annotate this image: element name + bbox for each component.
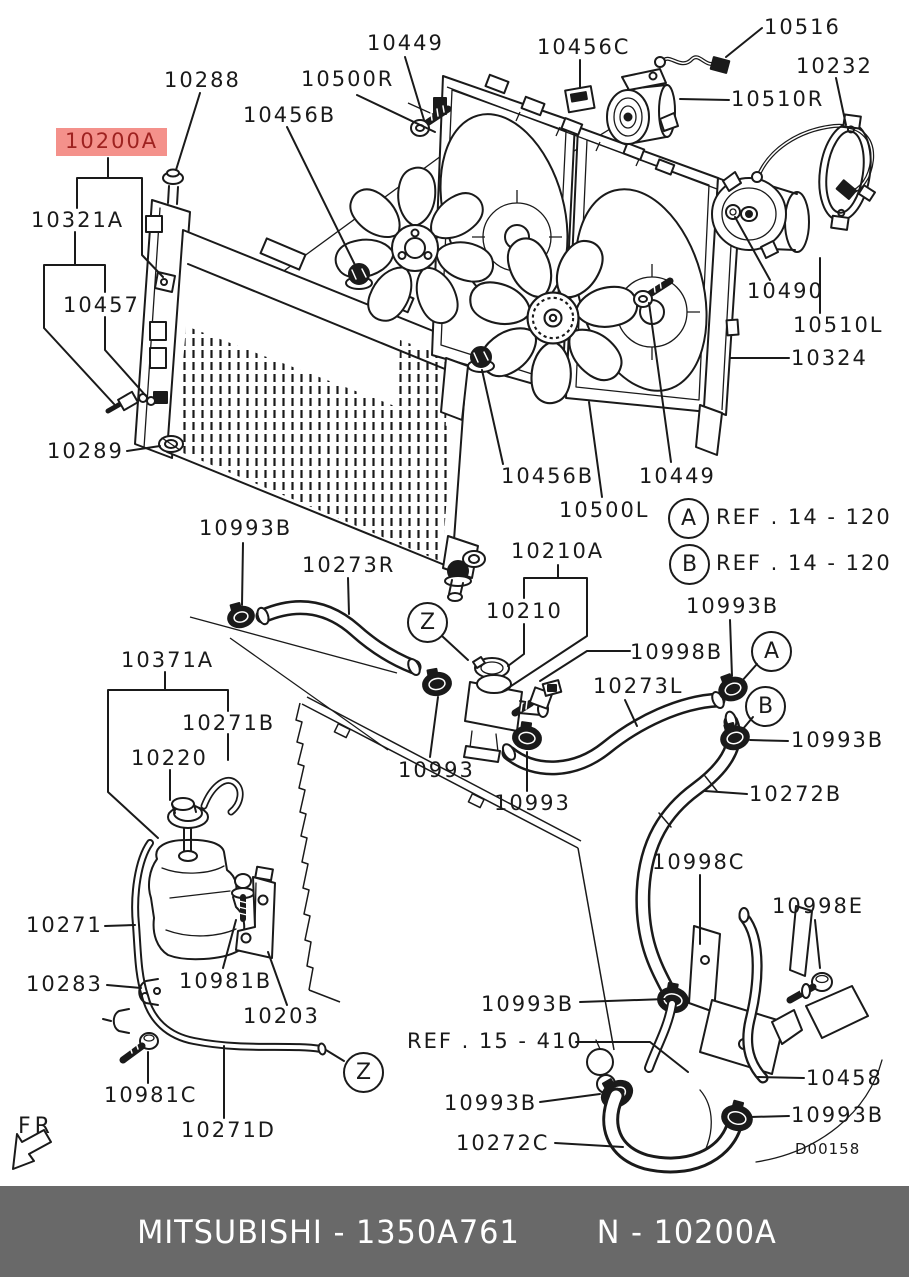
part-label-10449-top: 10449	[367, 31, 444, 55]
part-label-10998B: 10998B	[630, 640, 724, 664]
part-label-10288: 10288	[164, 68, 241, 92]
part-label-10490: 10490	[747, 279, 824, 303]
part-label-10500L: 10500L	[559, 498, 650, 522]
part-label-10981B: 10981B	[179, 969, 273, 993]
ref-text-15-410: REF . 15 - 410	[407, 1029, 583, 1053]
drawing-code: D00158	[795, 1140, 861, 1158]
marker-b-callout: B	[745, 686, 786, 727]
condenser-panel-drawing	[295, 696, 615, 1051]
part-label-10993-1: 10993	[398, 758, 475, 782]
part-label-10456B-top: 10456B	[243, 103, 337, 127]
part-label-10993B-3: 10993B	[791, 728, 885, 752]
engine-side-parts-drawing	[586, 905, 883, 1174]
part-label-10500R: 10500R	[301, 67, 395, 91]
part-label-10516: 10516	[764, 15, 841, 39]
fr-direction-label: FR	[18, 1114, 54, 1139]
fan-motors-drawing	[345, 55, 877, 373]
part-label-10510R: 10510R	[731, 87, 825, 111]
part-label-10981C: 10981C	[104, 1083, 198, 1107]
part-label-10210: 10210	[486, 599, 563, 623]
part-label-10993B-2: 10993B	[686, 594, 780, 618]
part-label-10272C: 10272C	[456, 1131, 550, 1155]
part-label-10510L: 10510L	[793, 313, 884, 337]
banner-brand-part: MITSUBISHI - 1350A761	[137, 1212, 521, 1251]
ref-text-14-120-a: REF . 14 - 120	[716, 505, 892, 529]
part-label-10272B: 10272B	[749, 782, 843, 806]
part-label-10993B-6: 10993B	[791, 1103, 885, 1127]
part-label-10998C: 10998C	[652, 850, 746, 874]
marker-z-bottom: Z	[343, 1052, 384, 1093]
catalog-banner: MITSUBISHI - 1350A761 N - 10200A	[0, 1186, 909, 1277]
part-label-10232: 10232	[796, 54, 873, 78]
cooling-fan-right-drawing	[334, 166, 494, 325]
part-label-10289: 10289	[47, 439, 124, 463]
part-label-10458: 10458	[806, 1066, 883, 1090]
part-label-10271B: 10271B	[182, 711, 276, 735]
part-label-10271: 10271	[26, 913, 103, 937]
banner-page-ref: N - 10200A	[596, 1212, 777, 1251]
marker-z-top: Z	[407, 602, 448, 643]
part-label-10371A: 10371A	[121, 648, 215, 672]
part-label-10449-bottom: 10449	[639, 464, 716, 488]
part-label-10324: 10324	[791, 346, 868, 370]
part-label-10993B-5: 10993B	[444, 1091, 538, 1115]
marker-a-legend: A	[668, 498, 709, 539]
fr-direction-arrow	[12, 1129, 52, 1170]
part-label-10273R: 10273R	[302, 553, 396, 577]
part-label-10271D: 10271D	[181, 1118, 276, 1142]
part-label-10456B-bottom: 10456B	[501, 464, 595, 488]
part-label-10203: 10203	[243, 1004, 320, 1028]
part-label-10200A-selected: 10200A	[56, 128, 168, 156]
marker-a-callout: A	[751, 631, 792, 672]
part-label-10993-2: 10993	[494, 791, 571, 815]
marker-b-legend: B	[669, 544, 710, 585]
leader-lines	[43, 27, 847, 1148]
ref-text-14-120-b: REF . 14 - 120	[716, 551, 892, 575]
reserve-tank-drawing	[102, 777, 327, 1064]
part-label-10220: 10220	[131, 746, 208, 770]
part-label-10456C: 10456C	[537, 35, 631, 59]
part-label-10321A: 10321A	[31, 208, 125, 232]
part-label-10457: 10457	[63, 293, 140, 317]
part-label-10993B-1: 10993B	[199, 516, 293, 540]
part-label-10283: 10283	[26, 972, 103, 996]
part-label-10273L: 10273L	[593, 674, 684, 698]
part-label-10998E: 10998E	[772, 894, 865, 918]
radiator-hoses-drawing	[227, 600, 750, 1014]
part-label-10210A: 10210A	[511, 539, 605, 563]
fan-shroud-drawing	[431, 73, 746, 456]
cooling-fan-left-drawing	[469, 237, 639, 405]
part-label-10993B-4: 10993B	[481, 992, 575, 1016]
